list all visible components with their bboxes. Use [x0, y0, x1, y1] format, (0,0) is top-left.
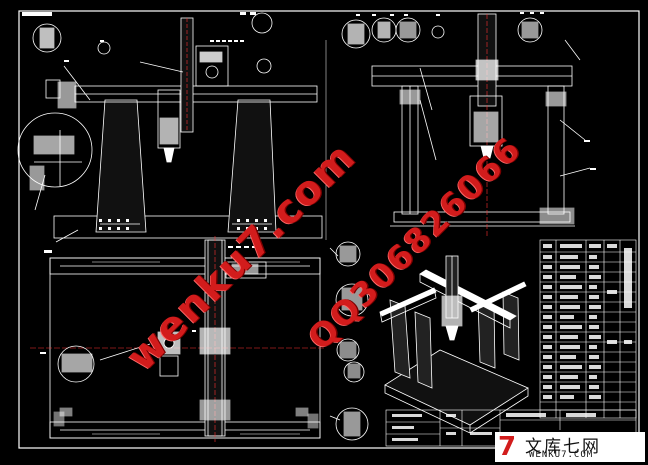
- logo-chinese-name: 文库七网: [525, 437, 601, 457]
- side-view: [341, 12, 596, 236]
- sheet-title-strip: [22, 12, 52, 16]
- isometric-view: [379, 255, 529, 434]
- logo-seven-mark: 7: [498, 432, 517, 462]
- detail-views: [329, 241, 369, 441]
- title-block: [385, 409, 637, 447]
- logo-url-text: WENKU7.COM: [529, 450, 594, 460]
- front-view: [17, 12, 327, 253]
- site-logo: 7 文库七网 WENKU7.COM: [495, 432, 645, 462]
- top-view: [30, 236, 325, 442]
- sheet-border: [18, 10, 640, 449]
- bill-of-materials: [539, 239, 637, 419]
